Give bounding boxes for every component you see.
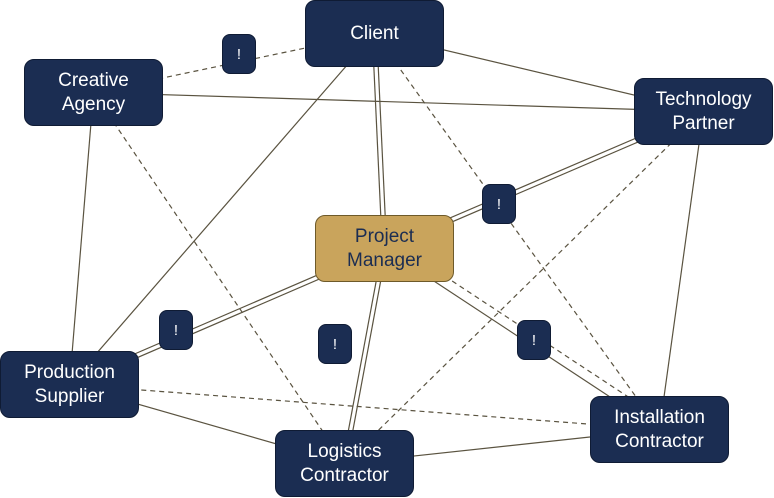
flag-badge-manager-installation[interactable]: !: [517, 320, 551, 360]
flag-badge-manager-production[interactable]: !: [159, 310, 193, 350]
edge-production-supplier-installation-contractor: [69, 383, 660, 431]
node-technology-partner[interactable]: Technology Partner: [634, 78, 773, 145]
flag-badge-client-creative[interactable]: !: [222, 34, 256, 74]
edge-client-installation-contractor: [374, 33, 660, 430]
edge-creative-agency-technology-partner: [93, 91, 704, 113]
edge-client-production-supplier: [69, 33, 375, 385]
edge-client-project-manager-b: [376, 33, 388, 249]
edge-client-project-manager-a: [371, 33, 383, 249]
node-production-supplier[interactable]: Production Supplier: [0, 351, 139, 418]
edge-creative-agency-logistics-contractor: [93, 92, 345, 464]
node-creative-agency[interactable]: Creative Agency: [24, 59, 163, 126]
flag-badge-technology-manager[interactable]: !: [482, 184, 516, 224]
edge-creative-agency-production-supplier: [68, 92, 95, 385]
node-logistics-contractor[interactable]: Logistics Contractor: [275, 430, 414, 497]
node-project-manager[interactable]: Project Manager: [315, 215, 454, 282]
node-client[interactable]: Client: [305, 0, 444, 67]
edge-project-manager-logistics-contractor-b: [346, 248, 388, 465]
edge-project-manager-logistics-contractor-a: [341, 247, 383, 464]
flag-badge-manager-logistics[interactable]: !: [318, 324, 352, 364]
edge-technology-partner-logistics-contractor: [344, 111, 704, 464]
edge-technology-partner-installation-contractor: [658, 111, 705, 430]
node-installation-contractor[interactable]: Installation Contractor: [590, 396, 729, 463]
